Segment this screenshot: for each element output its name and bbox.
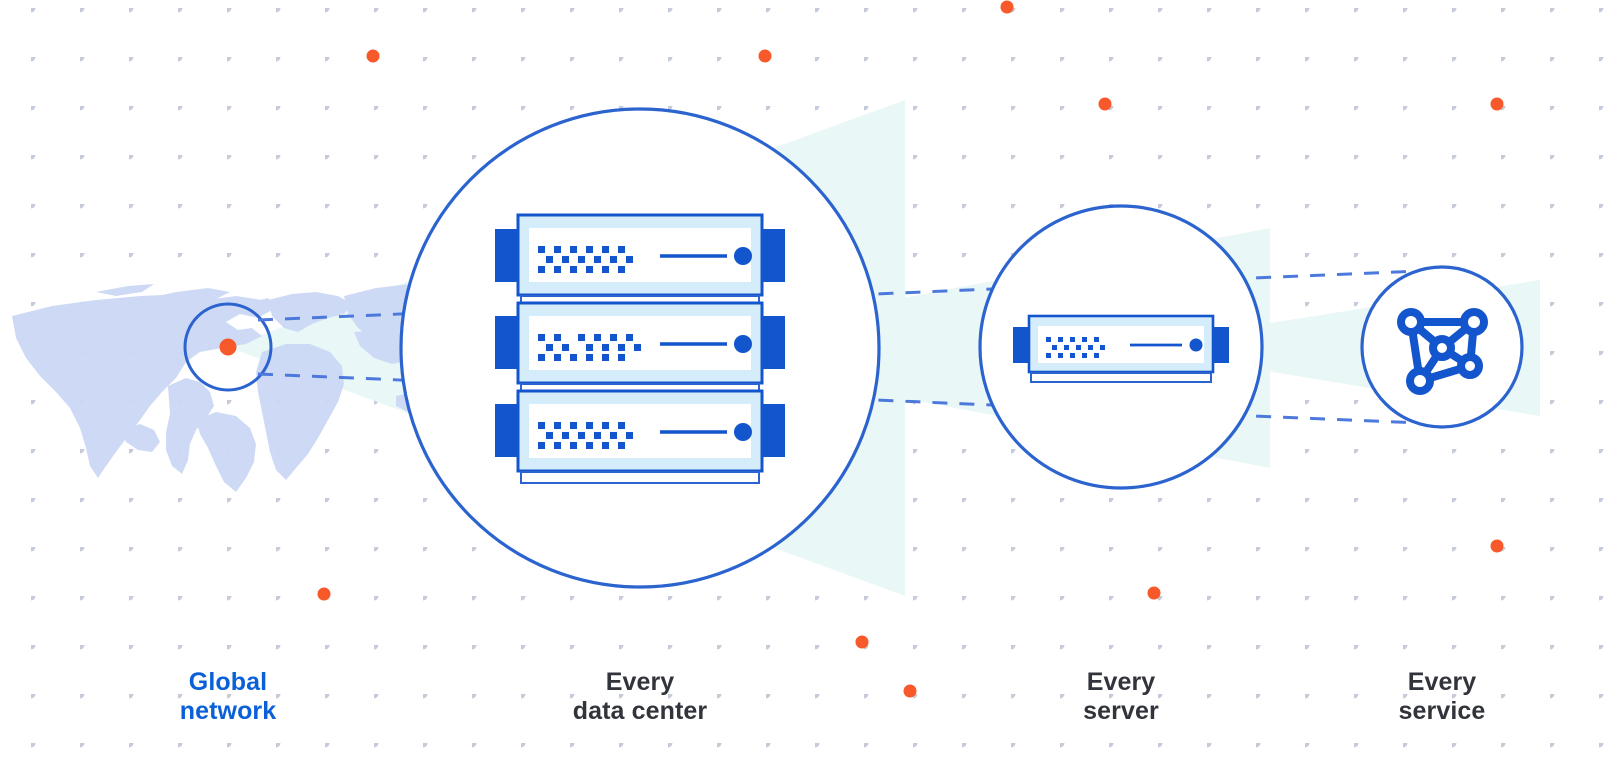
- orange-dot: [317, 587, 331, 601]
- stage-label-global-network: Global network: [179, 668, 277, 726]
- led-grid-1: [538, 246, 633, 273]
- server-unit-1: [495, 213, 785, 297]
- mesh-node-bottom-right: [1457, 353, 1483, 379]
- orange-dot: [855, 635, 869, 649]
- orange-dot: [1098, 97, 1112, 111]
- mesh-node-top-right: [1460, 308, 1488, 336]
- orange-dot: [903, 684, 917, 698]
- stage-label-every-server: Every server: [1083, 668, 1159, 726]
- single-server-icon: [1013, 314, 1229, 383]
- mesh-node-bottom-left: [1406, 367, 1434, 395]
- orange-dot: [1000, 0, 1014, 14]
- led-grid-server: [1046, 337, 1105, 358]
- server-unit-3: [495, 389, 785, 473]
- led-grid-2: [538, 334, 641, 361]
- map-region-highlight-circle: [183, 302, 273, 392]
- accent-orange-dots: [317, 0, 1504, 698]
- orange-dot: [758, 49, 772, 63]
- server-rack-icon: [495, 213, 785, 484]
- server-unit-2: [495, 301, 785, 385]
- mesh-node-center: [1429, 335, 1455, 361]
- network-mesh-nodes: [1397, 308, 1488, 395]
- server-base-bar: [1030, 372, 1212, 383]
- led-grid-3: [538, 422, 633, 449]
- stage-label-every-data-center: Every data center: [572, 668, 708, 726]
- orange-dot: [1490, 97, 1504, 111]
- rack-base-bar: [520, 471, 760, 484]
- stage-label-every-service: Every service: [1398, 668, 1486, 726]
- orange-dot: [366, 49, 380, 63]
- mesh-node-top-left: [1397, 308, 1425, 336]
- map-location-pin-dot: [219, 338, 237, 356]
- orange-dot: [1490, 539, 1504, 553]
- orange-dot: [1147, 586, 1161, 600]
